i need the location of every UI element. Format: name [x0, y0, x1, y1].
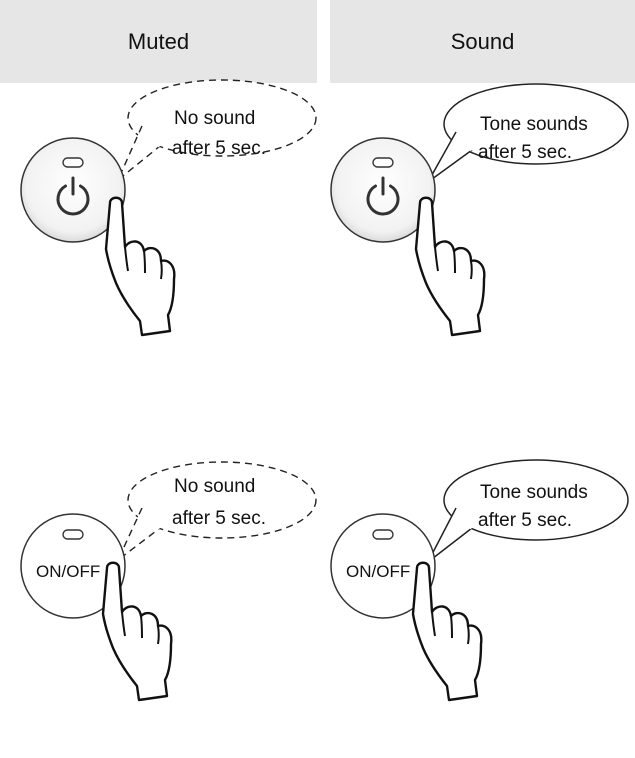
- power-icon: [56, 176, 90, 216]
- bubble-text-1: No sound: [174, 108, 255, 129]
- bubble-text-3: Tone sounds: [480, 114, 588, 135]
- indicator-lamp-icon: [372, 157, 394, 168]
- header-sound: Sound: [330, 0, 635, 83]
- hand-pointer-icon: [411, 561, 483, 702]
- indicator-lamp-icon: [62, 529, 84, 540]
- bubble-text-5: No sound: [174, 476, 255, 497]
- bubble-text-7: Tone sounds: [480, 482, 588, 503]
- onoff-button[interactable]: [330, 513, 436, 619]
- muted-power-panel: No sound after 5 sec.: [20, 79, 317, 337]
- onoff-label: ON/OFF: [36, 562, 100, 581]
- onoff-label: ON/OFF: [346, 562, 410, 581]
- indicator-lamp-icon: [62, 157, 84, 168]
- sound-power-panel: Tone sounds after 5 sec.: [330, 83, 629, 337]
- bubble-text-6: after 5 sec.: [172, 508, 266, 529]
- header-muted: Muted: [0, 0, 317, 83]
- sound-onoff-panel: Tone sounds after 5 sec. ON/OFF: [330, 459, 629, 702]
- onoff-button[interactable]: [20, 513, 126, 619]
- hand-pointer-icon: [101, 561, 173, 702]
- bubble-text-4: after 5 sec.: [478, 142, 572, 163]
- hand-pointer-icon: [104, 196, 176, 337]
- bubble-text-2: after 5 sec.: [172, 138, 266, 159]
- muted-onoff-panel: No sound after 5 sec. ON/OFF: [20, 461, 317, 702]
- power-icon: [366, 176, 400, 216]
- indicator-lamp-icon: [372, 529, 394, 540]
- bubble-text-8: after 5 sec.: [478, 510, 572, 531]
- hand-pointer-icon: [414, 196, 486, 337]
